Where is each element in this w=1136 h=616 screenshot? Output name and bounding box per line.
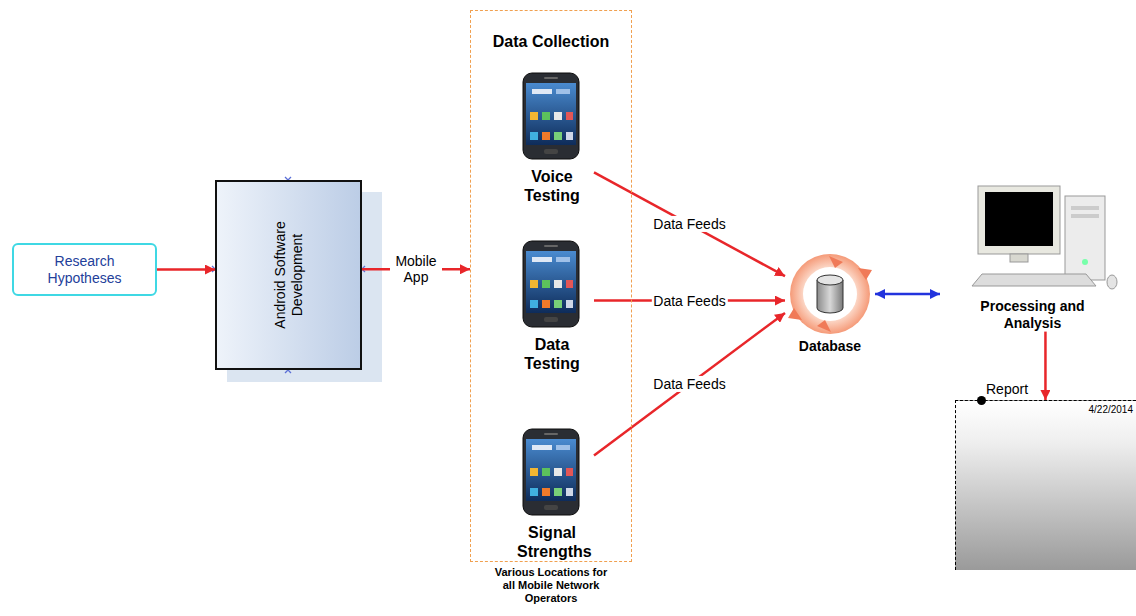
node-label: Database [785, 338, 875, 355]
edge-label: Mobile App [390, 253, 442, 285]
node-label: Data Testing [517, 335, 587, 373]
hypothesis-box: Research Hypotheses [12, 243, 157, 296]
node-label: Processing and Analysis [968, 298, 1098, 332]
process-box: Android Software Development [215, 180, 362, 370]
edge-label: Data Feeds [651, 376, 727, 392]
node-label: Signal Strengths [517, 523, 587, 561]
node-label: Android Software Development [272, 200, 306, 350]
group-container: Data CollectionVarious Locations for all… [470, 10, 632, 562]
bidirectional-connector [875, 293, 940, 296]
smartphone-icons [523, 73, 579, 515]
computer-node: Processing and Analysis [940, 180, 1125, 332]
flow-arrow [1044, 332, 1047, 400]
flow-arrow [157, 268, 215, 271]
phone-node: Signal Strengths [510, 429, 594, 561]
database-icon [788, 254, 872, 334]
computer-icon [972, 186, 1117, 289]
report-node: Report4/22/2014 [955, 400, 1136, 570]
flow-arrow [594, 172, 785, 276]
node-label: Research Hypotheses [22, 253, 147, 287]
node-label: Report [986, 381, 1028, 397]
phone-node: Data Testing [510, 241, 594, 373]
database-node: Database [785, 250, 875, 355]
connection-point-markers [212, 177, 365, 373]
node-sublabel: Various Locations for all Mobile Network… [489, 566, 613, 606]
node-label: Data Collection [471, 33, 631, 51]
edge-label: Data Feeds [651, 216, 727, 232]
node-sublabel: 4/22/2014 [1089, 404, 1134, 415]
anchor-dot [977, 396, 986, 405]
edge-label: Data Feeds [651, 293, 727, 309]
phone-node: Voice Testing [510, 73, 594, 205]
flow-arrow [594, 313, 785, 456]
node-label: Voice Testing [517, 167, 587, 205]
